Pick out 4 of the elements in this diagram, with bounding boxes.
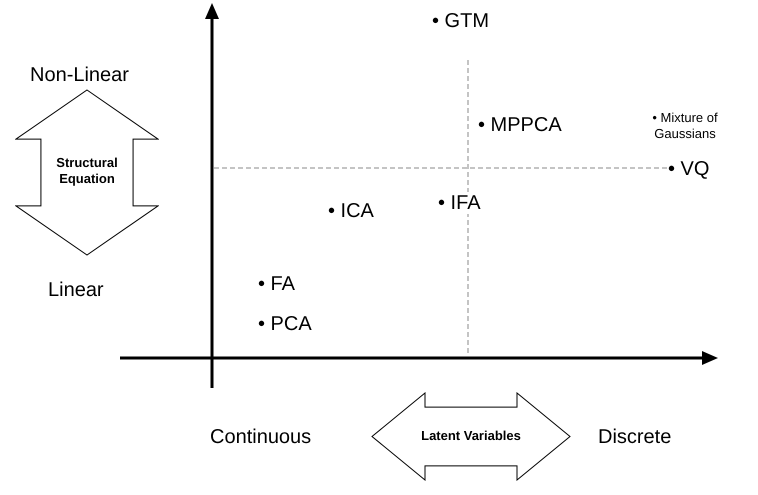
data-point-label: • VQ (668, 158, 710, 180)
arrow-label: Latent Variables (420, 428, 522, 444)
arrow-label: Structural Equation (55, 154, 119, 188)
data-point-label: • IFA (438, 192, 481, 214)
